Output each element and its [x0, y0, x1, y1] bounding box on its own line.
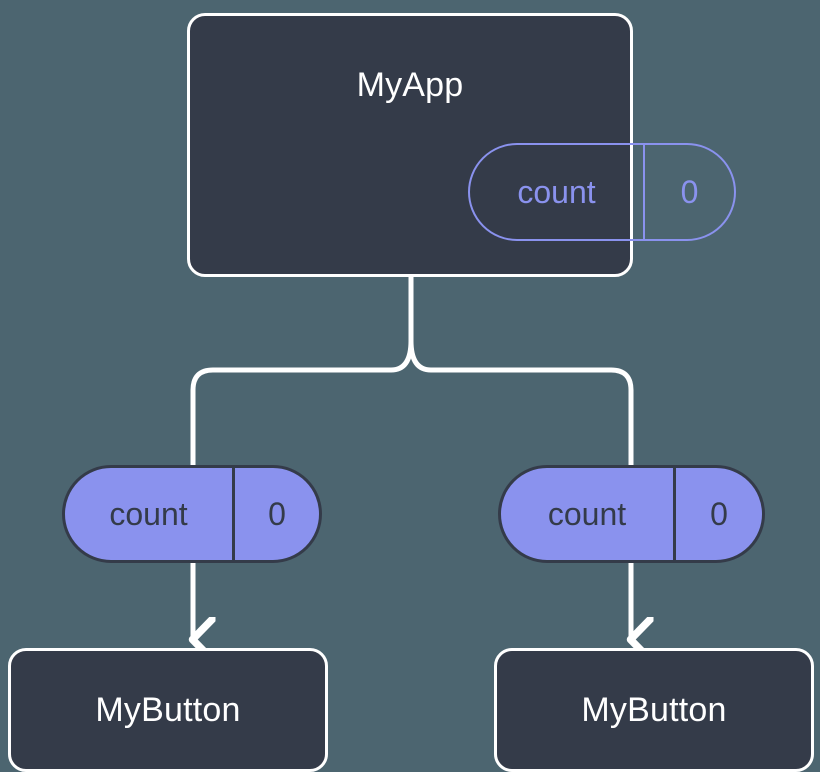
connector-branch-left	[190, 340, 414, 465]
prop-pill-key: count	[547, 496, 627, 532]
state-pill-myapp-count[interactable]: count 0	[468, 143, 736, 241]
connector-branch-right	[408, 340, 634, 465]
component-card-myapp[interactable]: MyApp count 0	[187, 13, 736, 277]
component-card-mybutton-left[interactable]: MyButton	[8, 648, 328, 772]
component-card-mybutton-right[interactable]: MyButton	[494, 648, 814, 772]
component-title-mybutton: MyButton	[581, 691, 727, 729]
prop-pill-value: 0	[232, 468, 319, 560]
component-title-mybutton: MyButton	[95, 691, 241, 729]
prop-pill-right-count[interactable]: count 0	[498, 465, 765, 563]
state-pill-key: count	[517, 174, 596, 210]
component-title-myapp: MyApp	[356, 66, 464, 104]
prop-pill-key: count	[109, 496, 188, 532]
prop-pill-value: 0	[673, 468, 762, 560]
state-pill-value: 0	[643, 145, 734, 239]
prop-pill-left-count[interactable]: count 0	[62, 465, 322, 563]
